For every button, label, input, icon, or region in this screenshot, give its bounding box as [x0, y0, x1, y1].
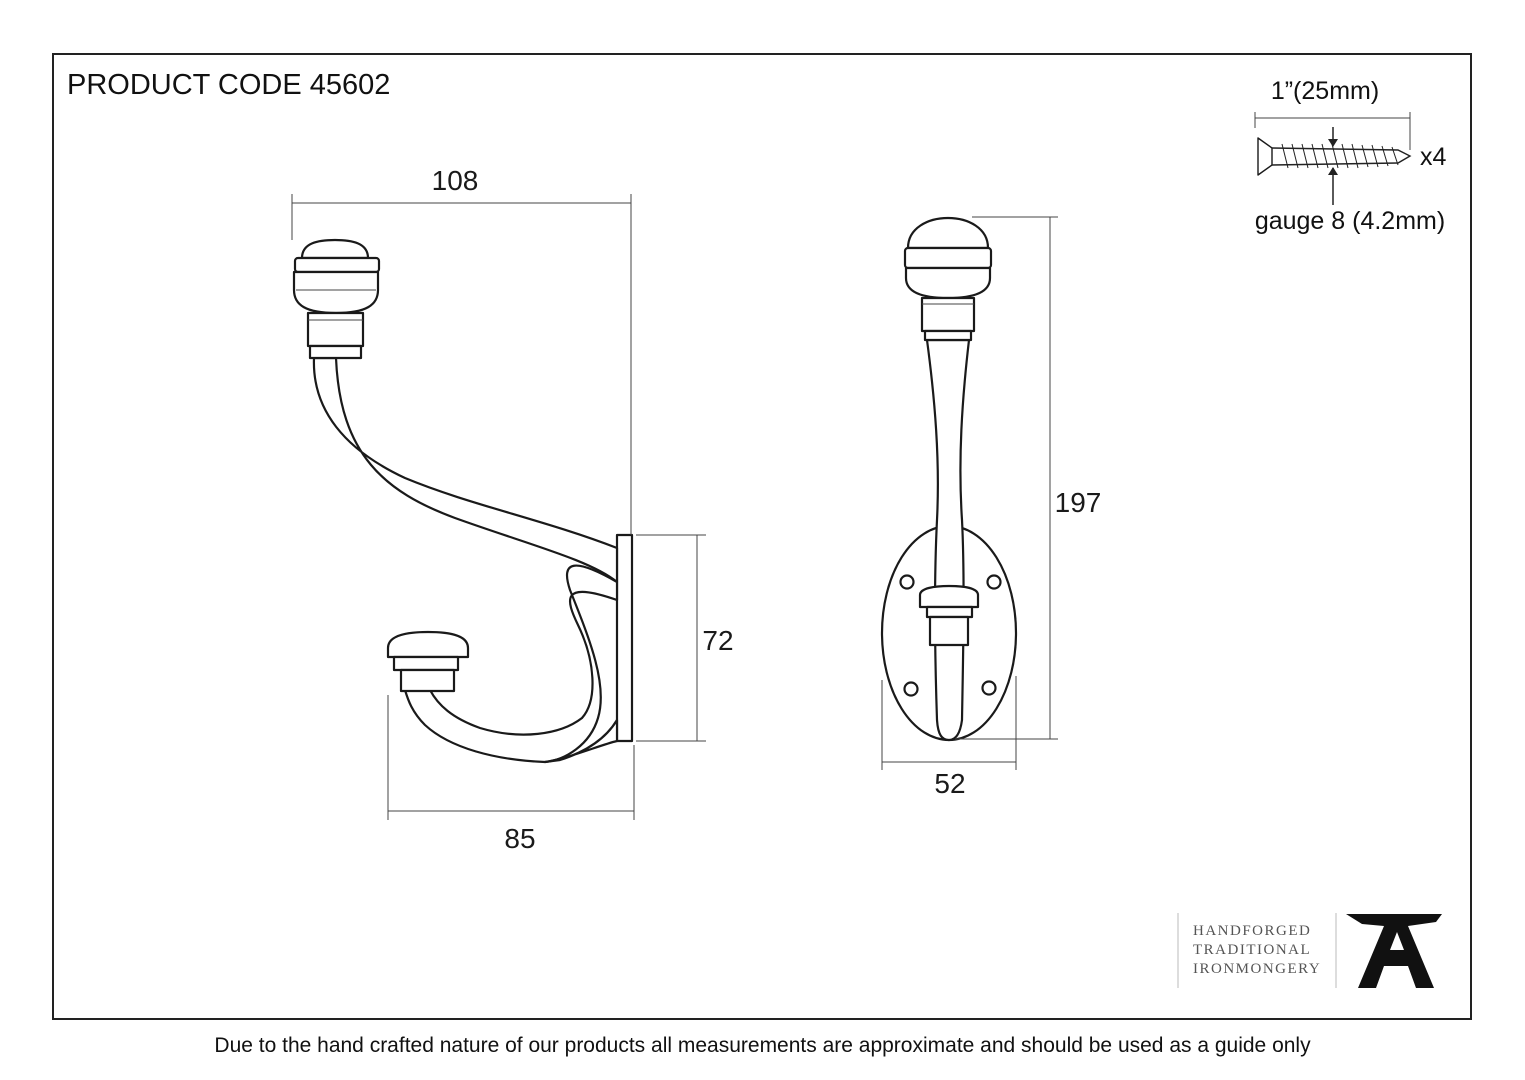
dim-backplate-label: 72 [702, 625, 733, 656]
side-view-hook [292, 238, 634, 764]
front-dimension-52: 52 [881, 676, 1017, 799]
screw-hole [903, 681, 919, 697]
screw-detail: 1”(25mm) x4 gauge 8 (4.2mm) [1254, 77, 1447, 235]
front-top-collar [920, 296, 976, 333]
dim-width-label: 108 [432, 165, 479, 196]
side-bottom-knob [386, 630, 470, 659]
product-code: PRODUCT CODE 45602 [67, 69, 390, 101]
side-backplate [615, 533, 634, 743]
side-dimension-108: 108 [291, 165, 632, 535]
front-lower-band [925, 605, 974, 619]
side-top-knob [300, 238, 370, 260]
brand-line-2: TRADITIONAL [1193, 942, 1311, 958]
side-dimension-72: 72 [636, 534, 734, 742]
side-top-knob-band [293, 256, 381, 274]
side-upper-arm [312, 356, 619, 584]
dim-overall-height-label: 197 [1055, 487, 1102, 518]
side-top-collar-ring [308, 344, 363, 360]
screw-hole [899, 574, 915, 590]
side-top-collar [306, 311, 365, 348]
front-dimension-197: 197 [955, 216, 1102, 740]
screw-quantity-label: x4 [1420, 143, 1447, 171]
side-plate-join [543, 718, 619, 764]
front-top-knob [906, 216, 990, 250]
anvil-a-icon [1346, 914, 1442, 988]
screw-hole [981, 680, 997, 696]
brand-line-3: IRONMONGERY [1193, 961, 1321, 977]
front-view-hook [880, 216, 1018, 742]
side-top-knob-lower [292, 270, 380, 315]
front-top-knob-band [903, 246, 993, 270]
screw-hole [986, 574, 1002, 590]
front-lower-collar [928, 615, 970, 647]
screw-icon [1257, 137, 1273, 176]
brand-line-1: HANDFORGED [1193, 923, 1311, 939]
drawing-frame [52, 53, 1472, 1020]
disclaimer-footer: Due to the hand crafted nature of our pr… [214, 1034, 1311, 1057]
brand-block: HANDFORGED TRADITIONAL IRONMONGERY [1177, 913, 1442, 988]
front-top-knob-lower [904, 266, 992, 300]
screw-gauge-label: gauge 8 (4.2mm) [1255, 207, 1445, 235]
side-dimension-85: 85 [387, 695, 635, 854]
front-top-collar-ring [923, 329, 973, 342]
side-bottom-knob-collar [399, 668, 456, 693]
dim-plate-width-label: 52 [934, 768, 965, 799]
side-bottom-knob-band [392, 655, 460, 672]
side-lower-curl [403, 564, 619, 764]
front-lower-knob [918, 584, 980, 609]
screw-length-label: 1”(25mm) [1271, 77, 1379, 105]
dim-projection-label: 85 [504, 823, 535, 854]
